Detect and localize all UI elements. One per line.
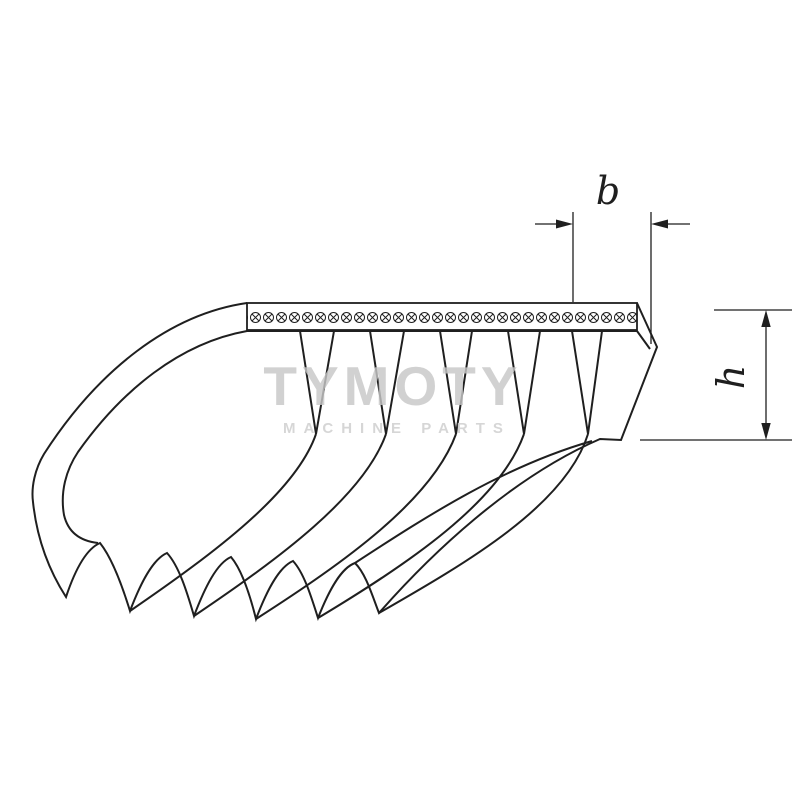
- rib-band-curves: [129, 433, 593, 620]
- watermark: TYMOTY MACHINE PARTS: [263, 355, 522, 437]
- h-arrowhead-top: [761, 310, 771, 327]
- h-label: h: [709, 365, 753, 389]
- crosshatch-strip: [246, 302, 638, 331]
- b-label: b: [596, 169, 620, 213]
- end-face-line: [636, 330, 651, 350]
- inner-bend-curve: [61, 330, 248, 544]
- watermark-subtitle: MACHINE PARTS: [283, 420, 511, 437]
- dimension-h: h: [640, 309, 792, 441]
- b-arrowhead-right: [651, 219, 668, 229]
- h-extension-lines: [640, 309, 792, 441]
- b-arrowhead-left: [556, 219, 573, 229]
- dimension-b: b: [535, 169, 690, 344]
- belt-drawing: [31, 302, 659, 623]
- belt-outline: [31, 302, 659, 623]
- watermark-title: TYMOTY: [263, 355, 522, 417]
- b-extension-lines: [572, 212, 652, 344]
- h-arrowhead-bottom: [761, 423, 771, 440]
